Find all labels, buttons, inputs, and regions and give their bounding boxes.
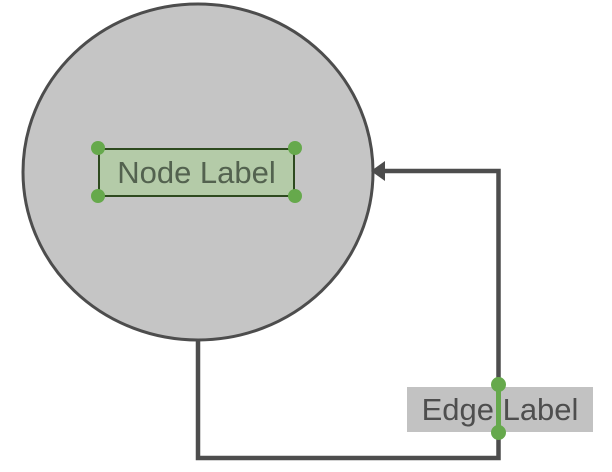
edge-handle-bottom[interactable] (491, 425, 506, 440)
node-label-box[interactable]: Node Label (98, 148, 295, 197)
node-label-handle-bottom-right[interactable] (288, 189, 302, 203)
node-label-handle-bottom-left[interactable] (91, 189, 105, 203)
edge-segment-highlight (496, 385, 501, 433)
node-label-handle-top-left[interactable] (91, 141, 105, 155)
node-label-handle-top-right[interactable] (288, 141, 302, 155)
node-label[interactable]: Node Label (117, 155, 276, 190)
edge-path[interactable] (195, 168, 501, 461)
edge-handle-top[interactable] (491, 377, 506, 392)
edge-arrowhead-icon[interactable] (371, 161, 385, 181)
